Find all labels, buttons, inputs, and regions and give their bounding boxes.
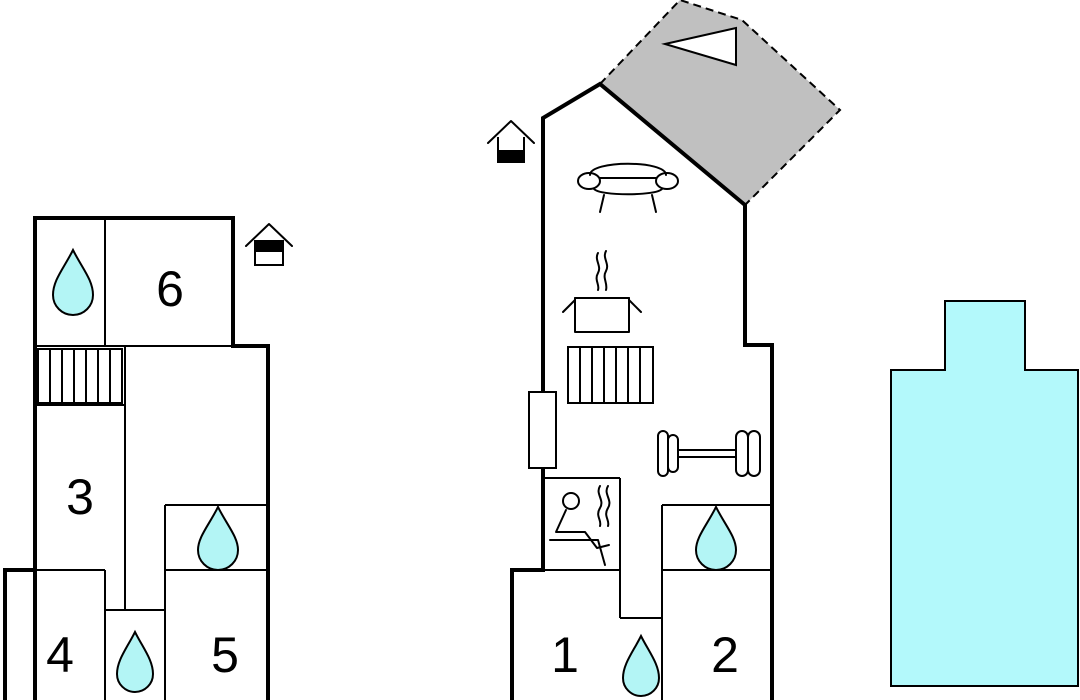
house-floor-icon — [245, 223, 293, 266]
room-number-4: 4 — [46, 627, 74, 683]
dumbbell-icon — [657, 430, 761, 477]
bathroom-drop-icon — [621, 633, 661, 697]
room-number-1: 1 — [551, 627, 579, 683]
left-building: 6 3 4 5 — [3, 216, 293, 700]
door-icon — [528, 391, 557, 469]
bathroom-drop-icon — [115, 629, 155, 693]
bathroom-drop-icon — [694, 504, 738, 571]
house-floor-icon — [487, 120, 535, 163]
stairs-icon — [37, 348, 123, 404]
room-number-2: 2 — [711, 627, 739, 683]
pool — [890, 300, 1079, 687]
sauna-icon — [549, 485, 611, 566]
middle-building-outline — [510, 81, 774, 700]
bathroom-drop-icon — [51, 247, 95, 316]
radiator-icon — [567, 346, 654, 404]
middle-building: 1 2 — [487, 0, 842, 700]
bathroom-drop-icon — [196, 504, 240, 571]
terrace — [598, 0, 842, 207]
room-number-6: 6 — [156, 261, 184, 317]
north-arrow-icon — [661, 26, 737, 67]
sofa-icon — [577, 162, 679, 213]
room-number-3: 3 — [66, 469, 94, 525]
room-number-5: 5 — [211, 627, 239, 683]
cooking-pot-icon — [562, 250, 642, 333]
